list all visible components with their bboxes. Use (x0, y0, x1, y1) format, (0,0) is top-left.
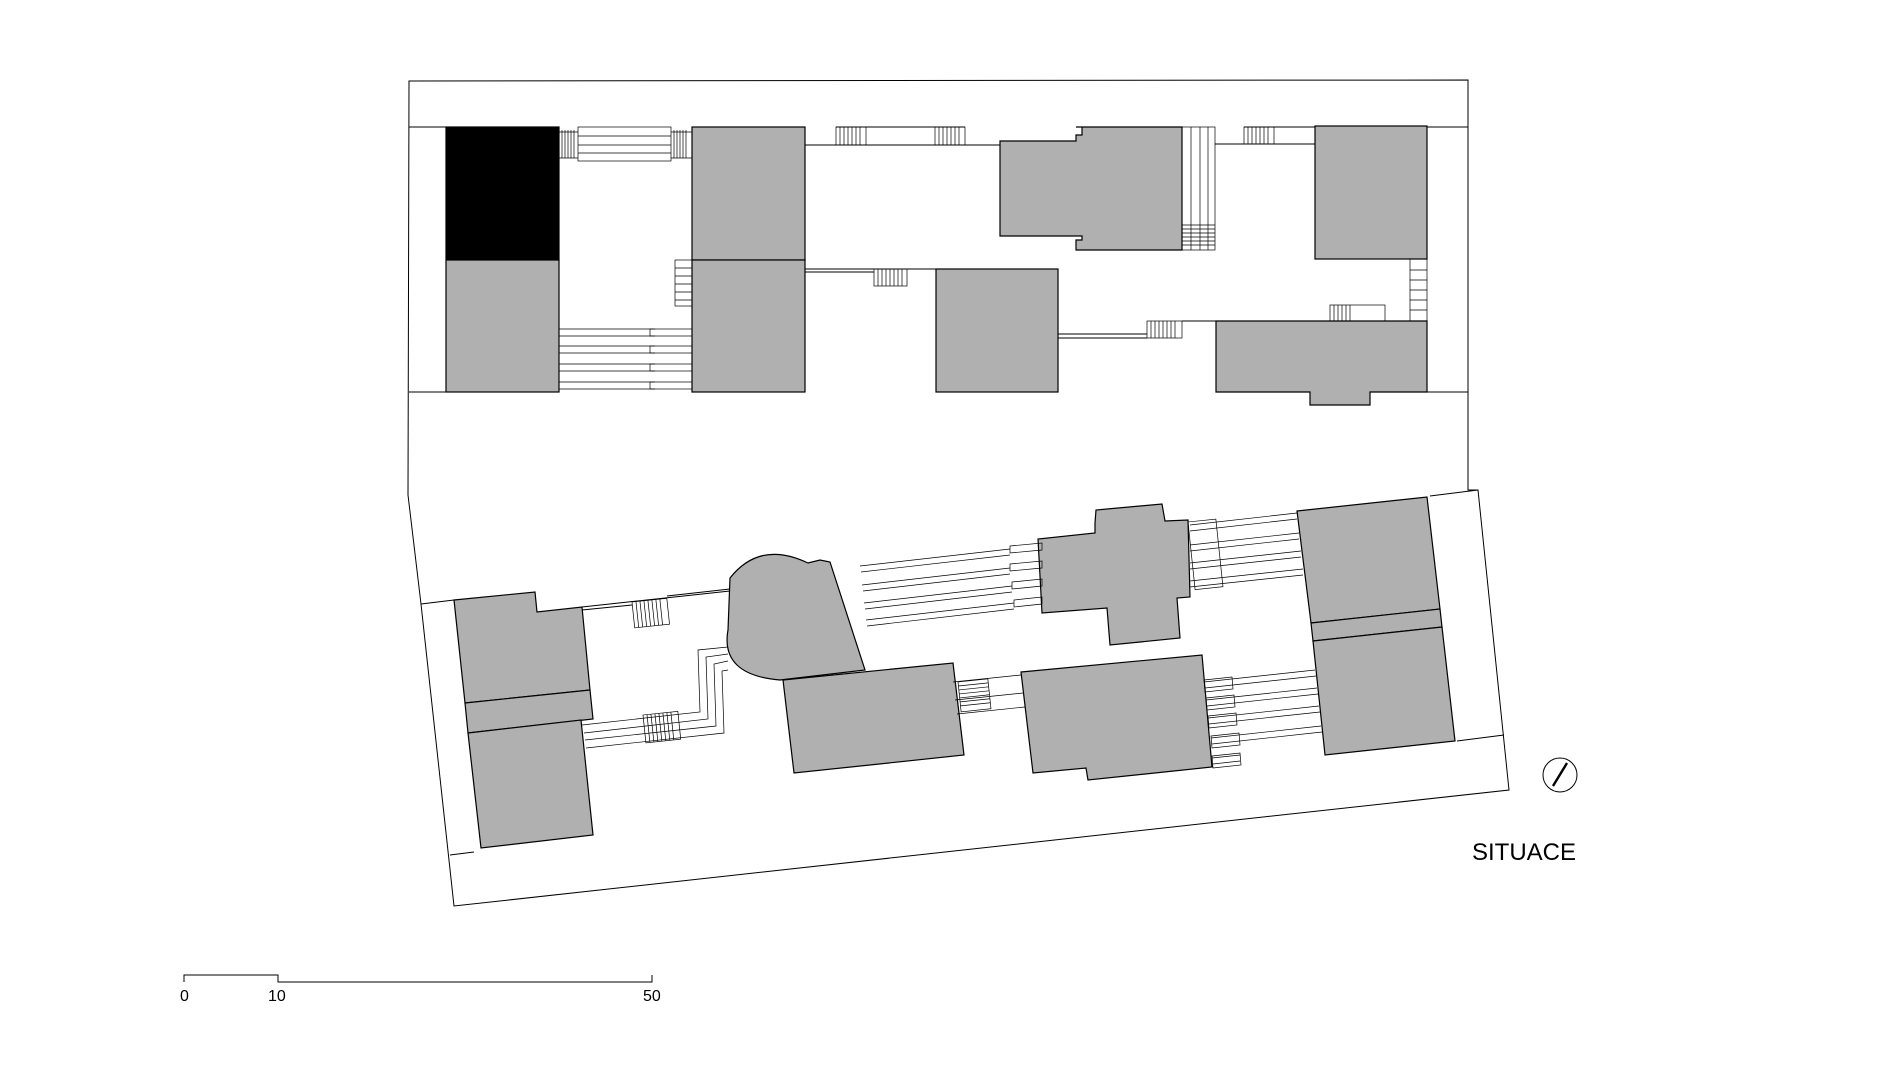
building (1314, 125, 1428, 260)
building (691, 259, 806, 393)
building (1215, 320, 1428, 406)
lower-building-group (453, 496, 1456, 849)
building (467, 719, 594, 849)
building (445, 259, 560, 393)
building (691, 126, 806, 261)
building (999, 126, 1183, 251)
building (1020, 654, 1213, 781)
highlighted-building (445, 126, 560, 261)
upper-walkways (559, 126, 1428, 390)
scale-bar-label: 10 (268, 988, 286, 1005)
building (1312, 626, 1456, 756)
scale-bar: 0 10 50 (180, 974, 661, 1005)
building (726, 553, 866, 681)
site-boundary (407, 79, 1510, 907)
building (453, 591, 591, 704)
scale-bar-label: 50 (643, 988, 661, 1005)
upper-building-group (445, 125, 1428, 406)
scale-bar-label: 0 (180, 988, 189, 1005)
drawing-title: SITUACE (1472, 839, 1576, 866)
north-arrow-icon (1542, 757, 1578, 793)
lower-walkways (581, 512, 1323, 769)
building (782, 662, 965, 774)
building (935, 268, 1059, 393)
building (1037, 503, 1191, 646)
building (1296, 496, 1441, 624)
